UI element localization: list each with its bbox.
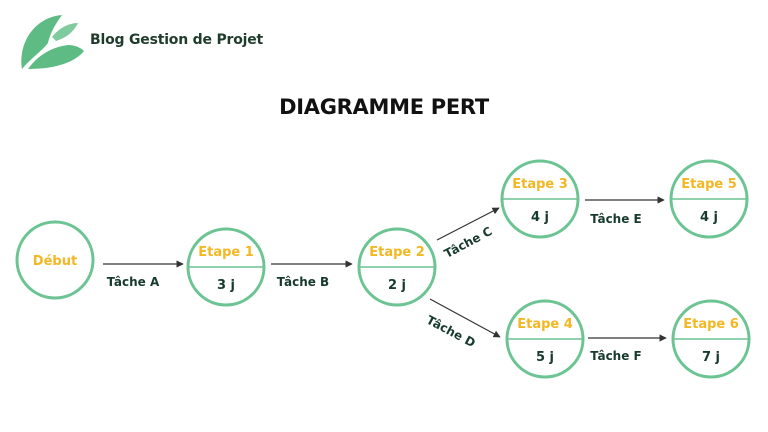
page-title: DIAGRAMME PERT (279, 95, 489, 119)
node-name: Etape 2 (369, 245, 425, 260)
edge-etape1-etape2: Tâche B (271, 260, 353, 289)
edge-label: Tâche B (277, 275, 329, 289)
node-name: Etape 3 (512, 177, 568, 192)
leaf-logo-icon (21, 15, 84, 69)
edge-etape4-etape6: Tâche F (588, 334, 667, 363)
edge-label: Tâche D (424, 313, 478, 350)
node-name: Etape 5 (681, 177, 737, 192)
node-etape4: Etape 4 5 j (505, 299, 585, 379)
node-etape1: Etape 1 3 j (186, 227, 266, 307)
edge-arrow (436, 207, 500, 241)
node-duration: 3 j (217, 278, 235, 293)
brand-name: Blog Gestion de Projet (90, 32, 264, 48)
node-duration: 2 j (388, 278, 406, 293)
node-circle (15, 220, 95, 300)
node-etape2: Etape 2 2 j (357, 227, 437, 307)
node-duration: 4 j (531, 210, 549, 225)
edge-etape3-etape5: Tâche E (585, 196, 665, 226)
edge-label: Tâche A (107, 275, 160, 289)
node-name: Etape 6 (683, 317, 739, 332)
node-etape6: Etape 6 7 j (671, 299, 751, 379)
edge-etape2-etape4: Tâche D (424, 298, 501, 350)
node-etape3: Etape 3 4 j (500, 159, 580, 239)
node-name: Etape 4 (517, 317, 573, 332)
node-debut: Début (15, 220, 95, 300)
node-etape5: Etape 5 4 j (669, 159, 749, 239)
edge-label: Tâche C (442, 224, 495, 261)
edge-debut-etape1: Tâche A (103, 260, 184, 289)
edge-label: Tâche E (590, 212, 642, 226)
node-name: Début (33, 254, 77, 269)
edge-label: Tâche F (590, 349, 642, 363)
node-duration: 4 j (700, 210, 718, 225)
node-duration: 7 j (702, 350, 720, 365)
node-duration: 5 j (536, 350, 554, 365)
node-name: Etape 1 (198, 245, 254, 260)
edge-etape2-etape3: Tâche C (436, 207, 500, 261)
edge-arrow (429, 298, 501, 338)
